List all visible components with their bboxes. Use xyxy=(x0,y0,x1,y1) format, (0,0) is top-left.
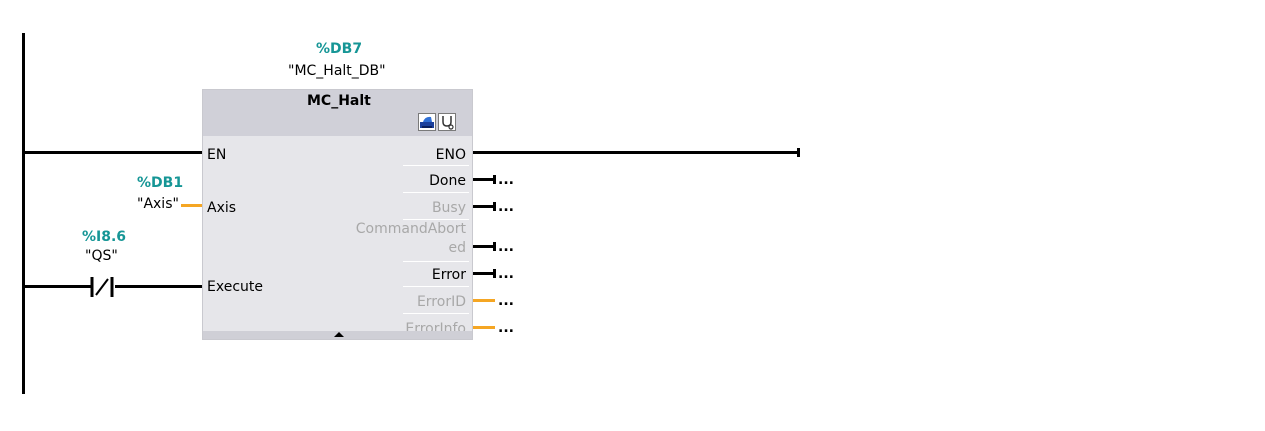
error-wire-end xyxy=(493,269,496,278)
separator xyxy=(403,192,469,193)
command-aborted-wire xyxy=(473,245,495,248)
eno-wire xyxy=(473,151,799,154)
separator xyxy=(403,286,469,287)
pin-en-label: EN xyxy=(207,147,227,163)
execute-wire-left xyxy=(25,285,91,288)
pin-done-label: Done xyxy=(429,173,466,189)
separator xyxy=(403,261,469,262)
error-placeholder[interactable]: ... xyxy=(498,266,514,282)
axis-operand-address[interactable]: %DB1 xyxy=(137,175,184,191)
separator xyxy=(403,165,469,166)
eno-wire-end xyxy=(797,148,800,157)
contact-operand-address[interactable]: %I8.6 xyxy=(82,229,127,245)
en-wire xyxy=(25,151,202,154)
separator xyxy=(403,219,469,220)
diagnostics-icon[interactable] xyxy=(438,113,456,131)
busy-placeholder[interactable]: ... xyxy=(498,199,514,215)
busy-wire xyxy=(473,205,495,208)
left-power-rail xyxy=(22,33,25,394)
error-id-wire xyxy=(473,299,495,302)
command-aborted-placeholder[interactable]: ... xyxy=(498,239,514,255)
instance-db-name[interactable]: "MC_Halt_DB" xyxy=(288,63,386,79)
pin-error-id-label: ErrorID xyxy=(416,294,466,310)
execute-wire-right xyxy=(115,285,202,288)
done-placeholder[interactable]: ... xyxy=(498,172,514,188)
block-type-label: MC_Halt xyxy=(307,93,371,109)
pin-execute-label: Execute xyxy=(207,279,263,295)
error-wire xyxy=(473,272,495,275)
pin-command-aborted-label-line1: CommandAbort xyxy=(355,221,466,237)
done-wire xyxy=(473,178,495,181)
error-id-placeholder[interactable]: ... xyxy=(498,293,514,309)
pin-error-label: Error xyxy=(431,267,466,283)
axis-operand-name[interactable]: "Axis" xyxy=(137,196,179,212)
error-info-placeholder[interactable]: ... xyxy=(498,320,514,336)
pin-eno-label: ENO xyxy=(435,147,466,163)
contact-operand-name[interactable]: "QS" xyxy=(85,248,118,264)
instance-db-address[interactable]: %DB7 xyxy=(316,41,363,57)
online-icon[interactable] xyxy=(418,113,436,131)
error-info-wire xyxy=(473,326,495,329)
pin-busy-label: Busy xyxy=(431,200,466,216)
collapse-arrow-icon[interactable] xyxy=(333,330,345,338)
mc-halt-block[interactable]: MC_Halt EN Axis Execute ENO Done Busy Co… xyxy=(202,89,473,340)
separator xyxy=(403,313,469,314)
pin-axis-label: Axis xyxy=(207,200,237,216)
done-wire-end xyxy=(493,175,496,184)
pin-command-aborted-label-line2: ed xyxy=(448,240,467,256)
command-aborted-wire-end xyxy=(493,242,496,251)
axis-wire xyxy=(181,204,202,207)
busy-wire-end xyxy=(493,202,496,211)
normally-closed-contact[interactable] xyxy=(90,276,116,298)
